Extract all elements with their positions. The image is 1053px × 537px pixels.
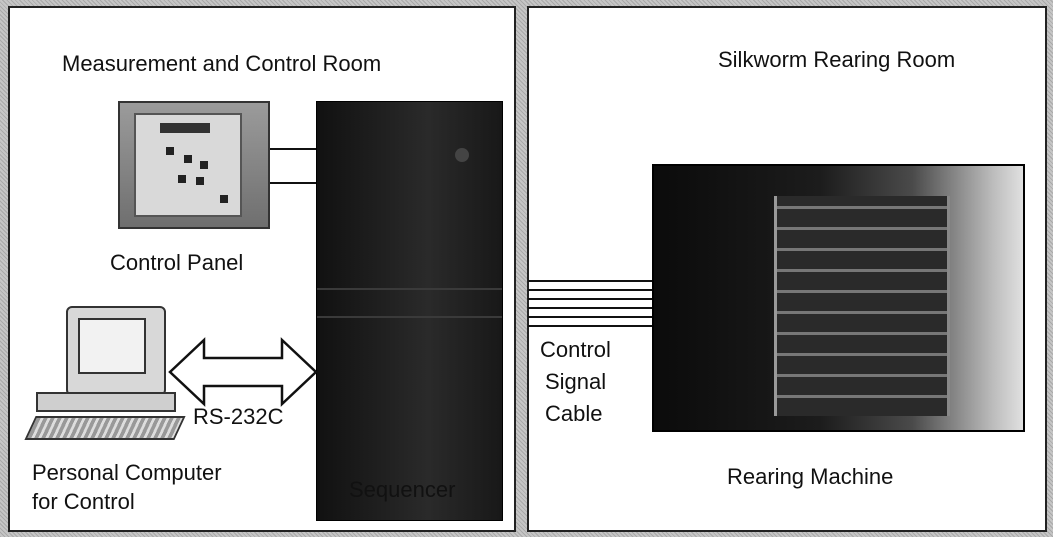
panel-link-line xyxy=(270,148,317,150)
control-panel-image xyxy=(118,101,270,229)
personal-computer-label-line2: for Control xyxy=(32,489,135,515)
cable-label-line1: Control xyxy=(540,337,611,363)
sequencer-label: Sequencer xyxy=(349,477,455,503)
cable-label-line3: Cable xyxy=(545,401,602,427)
panel-link-line xyxy=(270,182,317,184)
personal-computer-label: Personal Computer xyxy=(32,460,222,486)
sequencer-image xyxy=(316,101,503,521)
right-room-title: Silkworm Rearing Room xyxy=(718,47,955,73)
left-room-title: Measurement and Control Room xyxy=(62,51,381,77)
cable-label-line2: Signal xyxy=(545,369,606,395)
personal-computer-image xyxy=(30,300,190,450)
rearing-machine-photo xyxy=(652,164,1025,432)
signal-cable-line xyxy=(528,280,652,282)
signal-cable-line xyxy=(528,298,652,300)
signal-cable-line xyxy=(528,316,652,318)
rs232c-label: RS-232C xyxy=(193,404,283,430)
signal-cable-line xyxy=(528,289,652,291)
signal-cable-line xyxy=(528,325,652,327)
rearing-machine-label: Rearing Machine xyxy=(727,464,893,490)
signal-cable-line xyxy=(528,307,652,309)
rs232c-double-arrow xyxy=(168,336,318,408)
control-panel-label: Control Panel xyxy=(110,250,243,276)
